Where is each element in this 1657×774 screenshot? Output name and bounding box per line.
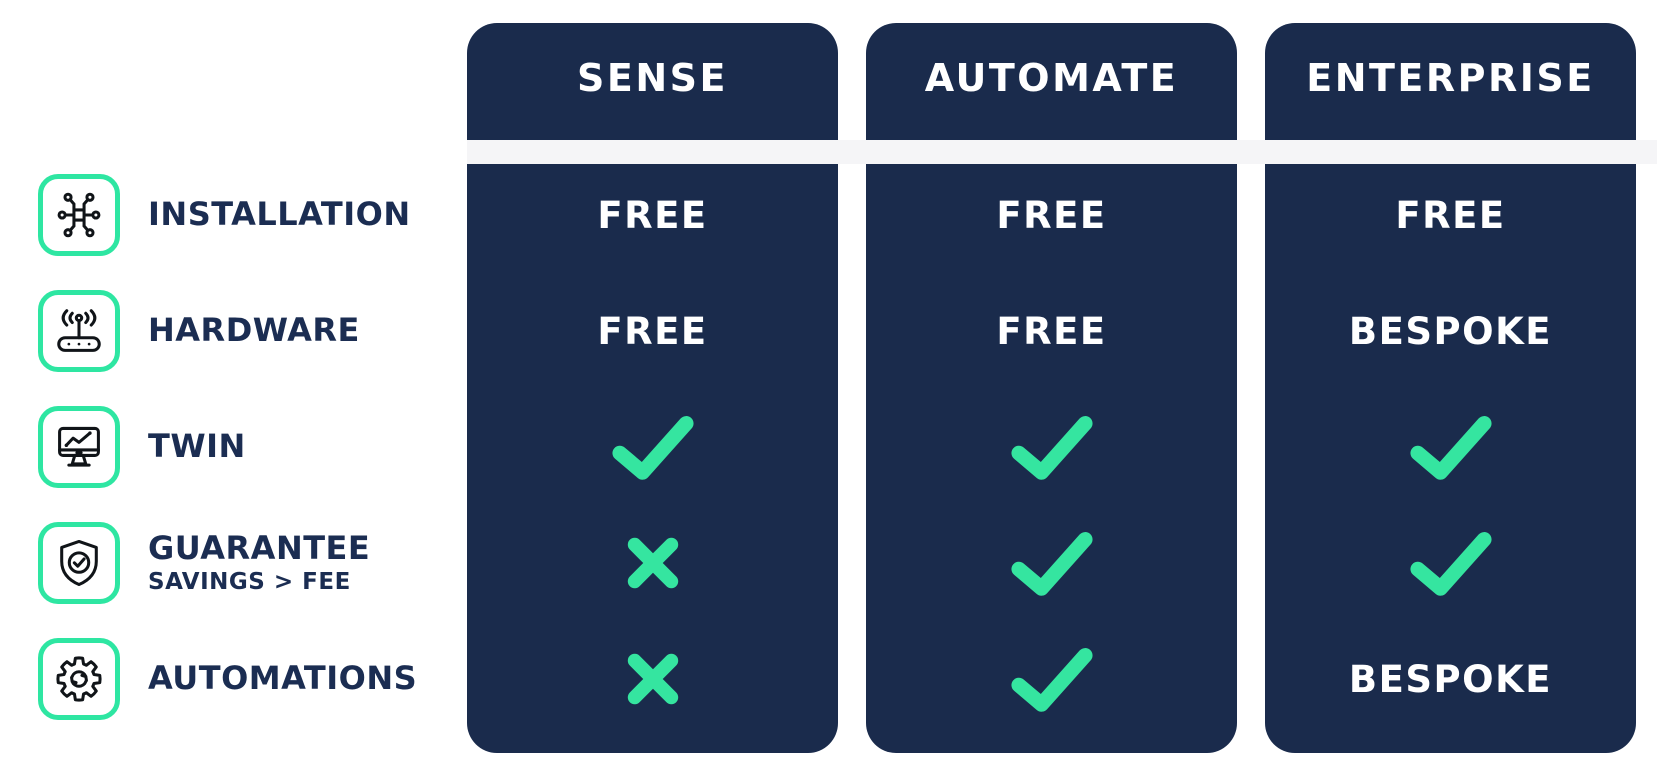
cell-installation-automate: FREE <box>866 157 1237 273</box>
plan-column-enterprise: ENTERPRISE FREE BESPOKE BESPOKE <box>1265 23 1636 753</box>
cell-value: BESPOKE <box>1348 657 1553 701</box>
cross-icon <box>623 532 683 594</box>
cell-value: FREE <box>597 309 708 353</box>
feature-label-text: AUTOMATIONS <box>148 659 418 698</box>
cell-automations-sense <box>467 621 838 737</box>
check-icon <box>1405 529 1497 597</box>
feature-label-text: INSTALLATION <box>148 195 411 234</box>
feature-sublabel: SAVINGS > FEE <box>148 568 351 595</box>
feature-row-hardware: HARDWARE <box>38 273 360 389</box>
shield-check-icon <box>38 522 120 604</box>
plan-header-enterprise: ENTERPRISE <box>1306 56 1595 100</box>
cell-twin-sense <box>467 389 838 505</box>
cell-hardware-enterprise: BESPOKE <box>1265 273 1636 389</box>
cell-automations-automate <box>866 621 1237 737</box>
cell-guarantee-enterprise <box>1265 505 1636 621</box>
cell-installation-sense: FREE <box>467 157 838 273</box>
cell-value: FREE <box>996 193 1107 237</box>
cell-twin-automate <box>866 389 1237 505</box>
check-icon <box>1006 529 1098 597</box>
feature-label-text: HARDWARE <box>148 311 360 350</box>
check-icon <box>1006 645 1098 713</box>
header-separator-stripe <box>467 140 1657 164</box>
plan-column-sense: SENSE FREE FREE <box>467 23 838 753</box>
plan-header-automate: AUTOMATE <box>924 56 1179 100</box>
cell-value: BESPOKE <box>1348 309 1553 353</box>
cell-guarantee-sense <box>467 505 838 621</box>
cell-value: FREE <box>597 193 708 237</box>
cell-hardware-sense: FREE <box>467 273 838 389</box>
feature-label: HARDWARE <box>148 311 360 350</box>
feature-label: INSTALLATION <box>148 195 411 234</box>
gear-sync-icon <box>38 638 120 720</box>
cell-hardware-automate: FREE <box>866 273 1237 389</box>
feature-label-text: TWIN <box>148 427 246 466</box>
router-antenna-icon <box>38 290 120 372</box>
cell-automations-enterprise: BESPOKE <box>1265 621 1636 737</box>
feature-label: GUARANTEE <box>148 528 371 567</box>
check-icon <box>607 413 699 481</box>
feature-row-twin: TWIN <box>38 389 246 505</box>
monitor-chart-icon <box>38 406 120 488</box>
cross-icon <box>623 648 683 710</box>
check-icon <box>1405 413 1497 481</box>
plan-column-automate: AUTOMATE FREE FREE <box>866 23 1237 753</box>
cell-guarantee-automate <box>866 505 1237 621</box>
network-nodes-icon <box>38 174 120 256</box>
feature-row-automations: AUTOMATIONS <box>38 621 417 737</box>
feature-label: TWIN <box>148 427 246 466</box>
cell-installation-enterprise: FREE <box>1265 157 1636 273</box>
check-icon <box>1006 413 1098 481</box>
feature-row-installation: INSTALLATION <box>38 157 411 273</box>
cell-value: FREE <box>996 309 1107 353</box>
cell-value: FREE <box>1395 193 1506 237</box>
cell-twin-enterprise <box>1265 389 1636 505</box>
plan-header-sense: SENSE <box>577 56 728 100</box>
feature-label: AUTOMATIONS <box>148 659 418 698</box>
